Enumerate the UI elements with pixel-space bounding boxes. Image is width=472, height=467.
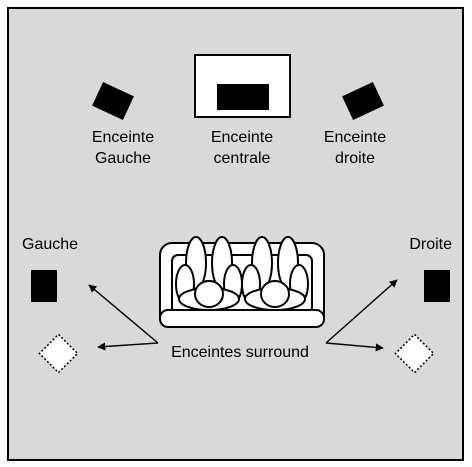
surround-back-left-speaker-icon bbox=[38, 333, 79, 374]
center-label-line1: Enceinte bbox=[211, 129, 273, 146]
center-label-line2: centrale bbox=[214, 150, 271, 167]
front-left-label-line2: Gauche bbox=[95, 150, 151, 167]
front-left-label-line1: Enceinte bbox=[92, 129, 154, 146]
surround-arrows bbox=[88, 279, 398, 352]
surround-back-right-speaker-icon bbox=[394, 333, 435, 374]
front-left-speaker-icon bbox=[92, 82, 134, 120]
side-right-label: Droite bbox=[409, 236, 452, 253]
side-left-label: Gauche bbox=[22, 236, 78, 253]
arrow-to-surround-left bbox=[88, 284, 159, 344]
center-speaker-icon bbox=[194, 54, 291, 118]
arrow-to-surround-back-left bbox=[97, 342, 159, 351]
surround-left-speaker-icon bbox=[31, 270, 57, 302]
arrow-to-surround-right bbox=[325, 279, 398, 344]
arrow-to-surround-back-right bbox=[325, 342, 384, 352]
surround-label: Enceintes surround bbox=[171, 344, 309, 361]
sofa-with-listeners-icon bbox=[159, 236, 325, 328]
front-right-label-line2: droite bbox=[335, 150, 375, 167]
front-right-speaker-icon bbox=[342, 82, 384, 120]
front-right-label-line1: Enceinte bbox=[324, 129, 386, 146]
surround-right-speaker-icon bbox=[424, 270, 450, 302]
